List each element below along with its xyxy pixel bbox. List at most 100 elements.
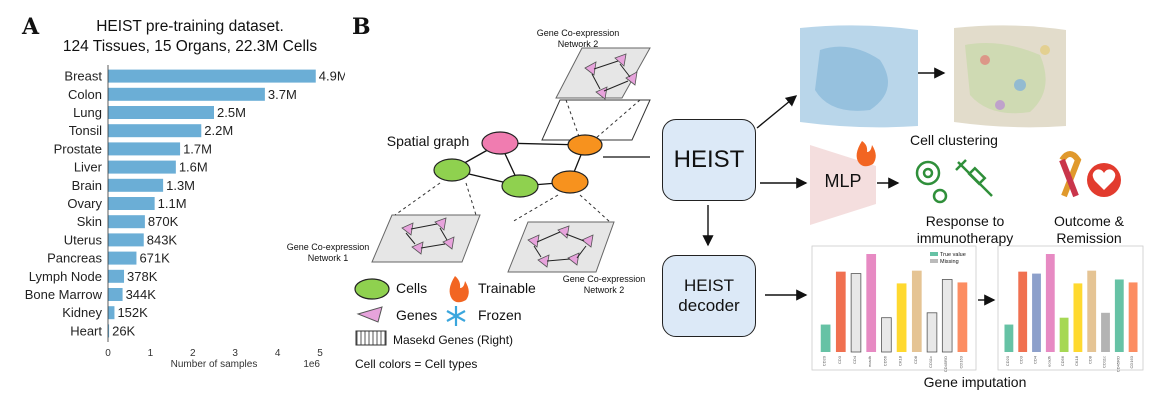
imputation-right-gene-tick: ecadh [1046,356,1051,367]
bar [108,178,164,192]
outcome-ribbon-icon [1059,151,1082,198]
bar [108,160,176,174]
imputation-left-bar [896,283,907,352]
category-label: Prostate [54,141,102,156]
bar [108,306,115,320]
imputation-left-bar [866,254,877,352]
gene-network-right [507,194,615,273]
imputation-left-gene-tick: CD45RO [943,356,948,372]
imputation-right-bar [1032,273,1041,352]
value-label: 1.6M [179,160,208,175]
category-label: Brain [72,178,102,193]
imputation-left-gene-tick: CD8 [913,355,918,364]
imputation-right-gene-tick: CD20 [1005,355,1010,366]
imputation-left-gene-tick: CD20 [822,355,827,366]
value-label: 1.3M [166,178,195,193]
bar [108,124,202,138]
heist-label: HEIST [673,146,745,173]
cell-clustering-label: Cell clustering [910,132,998,148]
bar [108,251,137,265]
cell-clustering-image-colored [954,25,1066,128]
x-tick-label: 0 [105,348,111,359]
x-tick-label: 1 [148,348,154,359]
outcome-label-1: Outcome & [1053,213,1125,229]
imputation-left-bar [850,273,862,353]
value-label: 152K [117,305,148,320]
x-axis-label: Number of samples [171,359,258,370]
heist-decoder-line1: HEIST [683,276,735,295]
immunotherapy-icon [915,159,993,204]
imputation-left-bar [957,282,968,352]
network-top-label-1: Gene Co-expression [536,28,620,38]
x-tick-label: 5 [317,348,323,359]
imputation-right-gene-tick: CK18 [1074,355,1079,366]
value-label: 26K [112,323,135,338]
x-tick-label: 4 [275,348,281,359]
legend-cells-label: Cells [396,280,428,296]
network-top-label-2: Network 2 [557,39,599,49]
category-label: Ovary [67,196,102,211]
gene-imputation-label: Gene imputation [923,374,1027,390]
imputation-legend: True value Missing [930,252,966,266]
network-left-label-1: Gene Co-expression [286,242,370,252]
imputation-left-bar [835,271,846,352]
imputation-right-gene-tick: CD11c [1102,356,1107,368]
imputation-right-bar [1059,317,1069,352]
heart-icon [1087,163,1121,197]
category-label: Lung [73,105,102,120]
category-label: Bone Marrow [25,287,103,302]
response-label-2: immunotherapy [916,230,1014,246]
panel-a-letter: A [22,14,40,40]
panel-b-letter: B [352,14,371,40]
imputation-right-bar [1114,279,1124,352]
mlp-block [810,145,876,225]
network-right-label-1: Gene Co-expression [562,274,646,284]
bar [108,87,265,101]
imputation-left-bar [820,324,831,352]
value-label: 2.5M [217,105,246,120]
legend-gene-shape [356,306,383,323]
flame-icon [449,276,469,303]
legend-cell-colors-label: Cell colors = Cell types [355,357,478,371]
bar [108,288,123,301]
imputation-left-gene-tick: CD163 [958,355,963,368]
imputation-right-bar [1073,283,1083,352]
spatial-graph-label: Spatial graph [386,133,470,149]
imputation-right-bar [1128,282,1138,352]
network-right-label-2: Network 2 [583,285,625,295]
imputation-right-gene-tick: CD4 [1033,355,1038,364]
flame-icon [856,141,876,167]
value-label: 3.7M [268,87,297,102]
legend-trainable-label: Trainable [478,280,536,296]
legend-masked-shape [355,330,387,346]
heist-decoder-line2: decoder [678,296,740,315]
imputation-right-bar [1101,312,1110,352]
category-label: Liver [74,160,103,175]
bar [108,324,110,338]
gene-network-left [371,182,481,263]
chart-title-line2: 124 Tissues, 15 Organs, 22.3M Cells [62,38,318,55]
imputation-left-gene-tick: CD56 [882,355,887,366]
value-label: 378K [127,269,158,284]
bar [108,142,181,156]
legend-missing: Missing [940,259,959,265]
legend-genes-label: Genes [396,307,438,323]
category-label: Uterus [64,232,103,247]
bar [108,233,144,247]
category-label: Lymph Node [29,269,102,284]
value-label: 1.1M [158,196,187,211]
imputation-right-bar [1018,271,1028,352]
category-label: Pancreas [47,251,102,266]
category-label: Colon [68,87,102,102]
value-label: 4.9M [319,69,345,84]
x-axis-scale-label: 1e6 [303,359,320,370]
imputation-left-bar [941,279,953,353]
bar [108,269,125,283]
chart-title-line1: HEIST pre-training dataset. [96,18,284,35]
legend-frozen-label: Frozen [478,307,522,323]
imputation-right-bar [1004,324,1014,352]
outcome-label-2: Remission [1056,230,1122,246]
spatial-graph-edges [451,142,650,187]
